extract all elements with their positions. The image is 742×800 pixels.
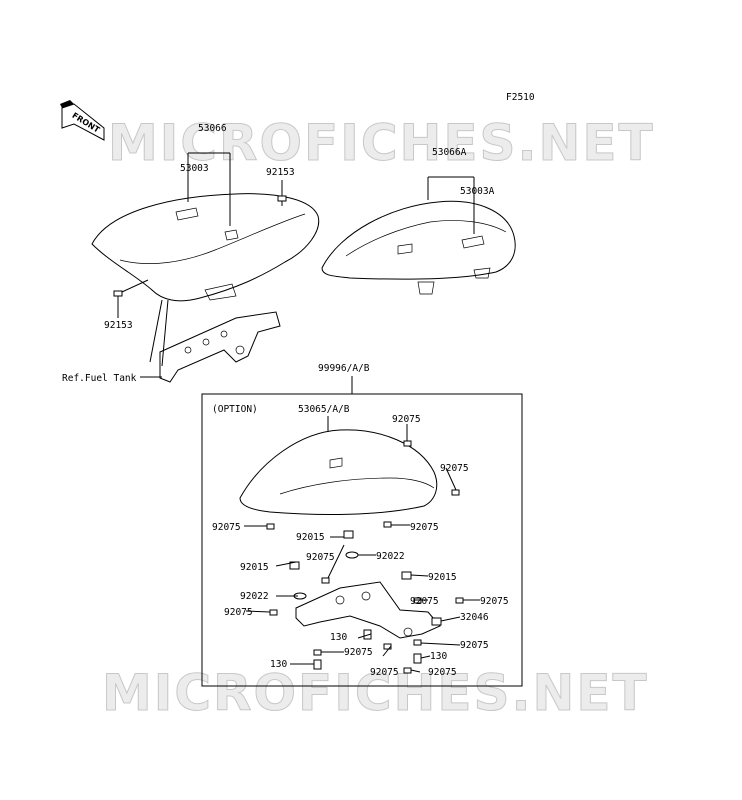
label-ref-fuel-tank: Ref.Fuel Tank bbox=[62, 373, 137, 384]
rider-seat-bracket bbox=[159, 311, 281, 383]
label-130-right: 130 bbox=[430, 651, 447, 662]
label-53003A: 53003A bbox=[460, 186, 495, 197]
label-92075-lower-center: 92075 bbox=[344, 647, 373, 658]
watermark-bottom: MICROFICHES.NET bbox=[102, 664, 649, 722]
label-92075-left-upper: 92075 bbox=[212, 522, 241, 533]
label-92075-bottom-left: 92075 bbox=[370, 667, 399, 678]
option-label: (OPTION) bbox=[212, 404, 258, 415]
watermark-top: MICROFICHES.NET bbox=[108, 114, 655, 172]
label-92075-center-upper: 92075 bbox=[306, 552, 335, 563]
label-130-center: 130 bbox=[330, 632, 347, 643]
label-53066: 53066 bbox=[198, 123, 227, 134]
label-32046: 32046 bbox=[460, 612, 489, 623]
label-53066A: 53066A bbox=[432, 147, 467, 158]
label-92075-far-right: 92075 bbox=[480, 596, 509, 607]
label-92015-center: 92015 bbox=[296, 532, 325, 543]
label-92015-right: 92015 bbox=[428, 572, 457, 583]
label-92022-left: 92022 bbox=[240, 591, 269, 602]
option-box bbox=[201, 393, 523, 687]
label-92075-right-mid: 92075 bbox=[410, 522, 439, 533]
label-92022-center: 92022 bbox=[376, 551, 405, 562]
label-92153-right: 92153 bbox=[266, 167, 295, 178]
label-92075-left-lower: 92075 bbox=[224, 607, 253, 618]
bolt-92153-left-icon bbox=[113, 290, 123, 302]
label-92075-right: 92075 bbox=[440, 463, 469, 474]
label-53003: 53003 bbox=[180, 163, 209, 174]
rider-seat bbox=[91, 193, 320, 302]
label-99996: 99996/A/B bbox=[318, 363, 370, 374]
label-92075-top: 92075 bbox=[392, 414, 421, 425]
label-92153-left: 92153 bbox=[104, 320, 133, 331]
label-130-left: 130 bbox=[270, 659, 287, 670]
option-seat-cover bbox=[239, 429, 438, 515]
label-92075-bottom-right: 92075 bbox=[428, 667, 457, 678]
label-53065: 53065/A/B bbox=[298, 404, 350, 415]
label-92075-lower-right: 92075 bbox=[460, 640, 489, 651]
label-92015-left: 92015 bbox=[240, 562, 269, 573]
option-seat-bracket bbox=[295, 581, 441, 639]
figure-code: F2510 bbox=[506, 92, 535, 103]
bolt-92153-right-icon bbox=[277, 195, 287, 206]
label-92075-bracket-mid: 92075 bbox=[410, 596, 439, 607]
front-arrow-icon: FRONT bbox=[60, 100, 105, 141]
pillion-seat bbox=[321, 200, 516, 295]
